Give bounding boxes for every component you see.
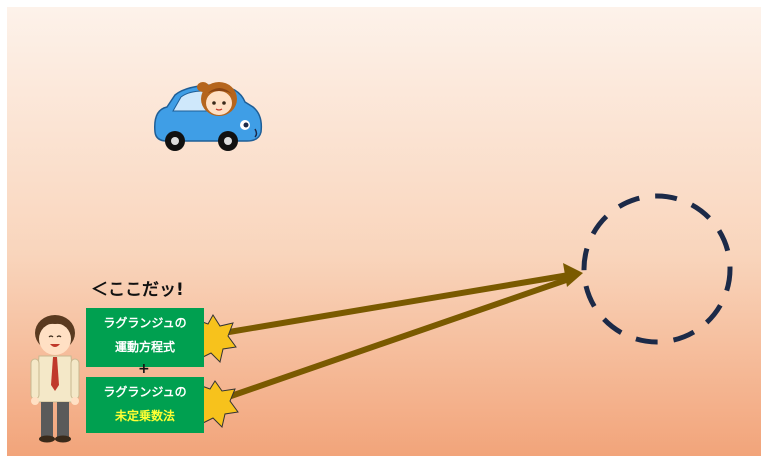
- man-character-icon: [30, 315, 80, 443]
- arrow-lower-line: [228, 276, 572, 399]
- equation-box-motion: ラグランジュの 運動方程式: [86, 308, 204, 367]
- arrow-head-icon: [563, 263, 583, 287]
- dashed-target-circle-icon: [581, 193, 733, 345]
- equation-box-multiplier: ラグランジュの 未定乗数法: [86, 377, 204, 433]
- scene-graphics: [30, 82, 733, 443]
- equation-box-line1: ラグランジュの: [103, 385, 187, 399]
- car-with-girl-icon: [154, 82, 263, 151]
- plus-sign: +: [138, 361, 150, 377]
- equation-box-line2-highlight: 未定乗数法: [114, 409, 175, 423]
- equation-box-line2: 運動方程式: [114, 340, 175, 354]
- arrows: [226, 263, 583, 399]
- illustration-scene: ＜ここだッ! ラグランジュの 運動方程式 + ラグランジュの 未定乗数法: [7, 7, 761, 456]
- equation-box-line1: ラグランジュの: [103, 316, 187, 330]
- speech-text: ＜ここだッ!: [91, 280, 184, 300]
- arrow-upper-line: [226, 272, 572, 335]
